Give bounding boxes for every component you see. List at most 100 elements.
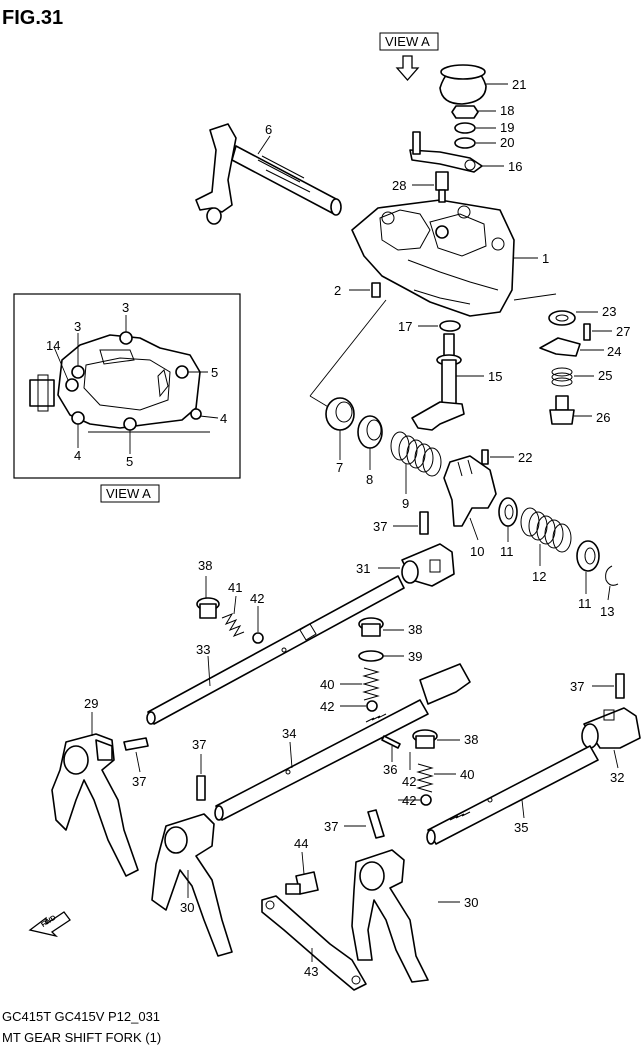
inset-callout-14: 14 <box>46 338 60 353</box>
part-10-lever <box>443 455 497 527</box>
callout-41: 41 <box>228 580 242 595</box>
callout-43: 43 <box>304 964 318 979</box>
part-13-clip <box>605 565 619 586</box>
part-44-bolt <box>285 871 319 895</box>
part-38b-plug <box>358 617 384 637</box>
callout-42d: 42 <box>402 793 416 808</box>
footer-models: GC415T GC415V P12_031 <box>2 1009 160 1024</box>
callout-38b: 38 <box>408 622 422 637</box>
part-15-shaft <box>411 333 465 431</box>
callout-34: 34 <box>282 726 296 741</box>
callout-22: 22 <box>518 450 532 465</box>
callout-23: 23 <box>602 304 616 319</box>
callout-12: 12 <box>532 569 546 584</box>
part-28-pin <box>435 171 449 203</box>
part-7-seal <box>325 397 355 431</box>
part-19-washer <box>454 122 476 134</box>
callout-27: 27 <box>616 324 630 339</box>
callout-1: 1 <box>542 251 549 266</box>
inset-callout-4a: 4 <box>220 411 227 426</box>
part-41-spring <box>221 612 245 638</box>
part-37a-pin <box>419 511 429 535</box>
part-43-bar <box>261 895 367 991</box>
callout-36: 36 <box>383 762 397 777</box>
part-39-washer <box>358 650 384 662</box>
part-42a-ball <box>252 632 264 644</box>
callout-38c: 38 <box>464 732 478 747</box>
part-32-block <box>581 707 641 749</box>
part-34-shaft <box>214 663 471 821</box>
part-42b-ball <box>366 700 378 712</box>
part-37d-pin <box>123 737 149 751</box>
part-37b-pin <box>615 673 625 699</box>
view-a-inset-label: VIEW A <box>100 484 160 503</box>
callout-9: 9 <box>402 496 409 511</box>
part-21-cap <box>439 64 487 105</box>
part-24-plate <box>539 337 581 357</box>
callout-38a: 38 <box>198 558 212 573</box>
callout-24: 24 <box>607 344 621 359</box>
callout-20: 20 <box>500 135 514 150</box>
view-a-arrow-icon <box>395 55 420 81</box>
callout-11a: 11 <box>500 544 514 559</box>
fwd-arrow-icon: FWD <box>28 911 71 938</box>
callout-10: 10 <box>470 544 484 559</box>
part-18-nut <box>451 105 479 119</box>
part-38c-plug <box>412 729 438 749</box>
inset-callout-3b: 3 <box>74 319 81 334</box>
callout-31: 31 <box>356 561 370 576</box>
figure-title: FIG.31 <box>2 7 63 29</box>
callout-18: 18 <box>500 103 514 118</box>
part-25-spring <box>551 367 573 387</box>
svg-text:VIEW A: VIEW A <box>106 486 151 501</box>
part-22-pin <box>481 449 489 465</box>
callout-37c: 37 <box>324 819 338 834</box>
callout-13: 13 <box>600 604 614 619</box>
part-6-shaft <box>195 123 342 225</box>
part-16-lever <box>409 131 483 173</box>
callout-6: 6 <box>265 122 272 137</box>
part-2-pin <box>371 282 381 298</box>
part-23-ring <box>548 310 576 326</box>
part-40a-spring <box>362 667 380 701</box>
callout-37a: 37 <box>373 519 387 534</box>
part-9-spring <box>390 431 442 477</box>
callout-7: 7 <box>336 460 343 475</box>
callout-37b: 37 <box>570 679 584 694</box>
part-38a-plug <box>196 597 220 619</box>
callout-25: 25 <box>598 368 612 383</box>
callout-40a: 40 <box>320 677 334 692</box>
part-26-bolt <box>549 395 575 425</box>
part-1-case <box>351 199 515 317</box>
inset-callout-3a: 3 <box>122 300 129 315</box>
callout-32: 32 <box>610 770 624 785</box>
callout-33: 33 <box>196 642 210 657</box>
inset-callout-4b: 4 <box>74 448 81 463</box>
footer-name: MT GEAR SHIFT FORK (1) <box>2 1030 161 1045</box>
part-30b-fork <box>351 849 429 983</box>
callout-39: 39 <box>408 649 422 664</box>
callout-42a: 42 <box>250 591 264 606</box>
part-11a-ring <box>498 497 518 527</box>
part-37e-pin <box>196 775 206 801</box>
callout-26: 26 <box>596 410 610 425</box>
inset-view-a: 3 3 14 5 4 4 5 <box>13 293 241 479</box>
callout-40b: 40 <box>460 767 474 782</box>
callout-42c: 42 <box>402 774 416 789</box>
callout-15: 15 <box>488 369 502 384</box>
callout-19: 19 <box>500 120 514 135</box>
part-17-washer <box>439 320 461 332</box>
callout-37e: 37 <box>192 737 206 752</box>
callout-8: 8 <box>366 472 373 487</box>
inset-callout-5b: 5 <box>126 454 133 469</box>
part-37c-pin <box>367 809 385 839</box>
part-8-bearing <box>357 415 383 449</box>
callout-28: 28 <box>392 178 406 193</box>
part-20-washer <box>454 137 476 149</box>
part-31-block <box>401 543 455 587</box>
part-36-pin <box>381 735 401 749</box>
callout-30a: 30 <box>180 900 194 915</box>
part-12-spring <box>520 507 572 553</box>
callout-30b: 30 <box>464 895 478 910</box>
